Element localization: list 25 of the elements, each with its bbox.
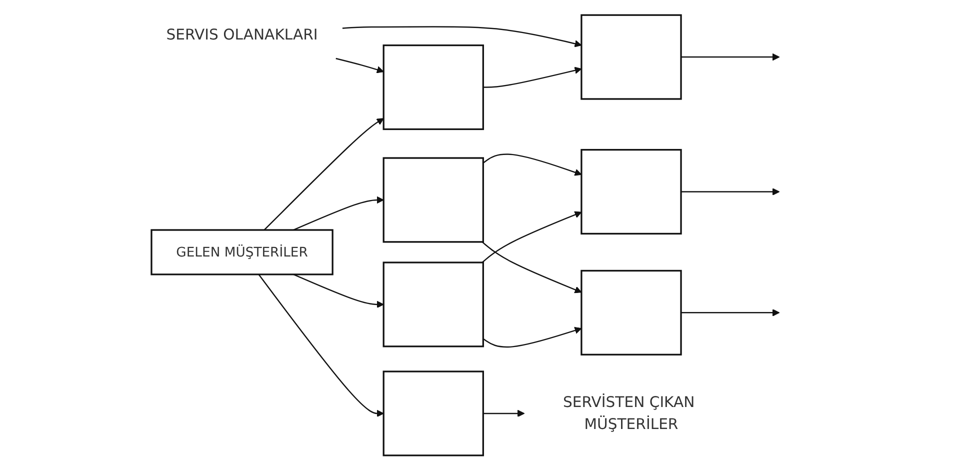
arrow	[342, 26, 582, 48]
node-box	[383, 157, 484, 243]
arrow	[483, 154, 582, 176]
node-text: SERVIS OLANAKLARI	[166, 26, 318, 44]
node-box	[581, 148, 682, 235]
node-box: GELEN MÜŞTERİLER	[151, 229, 334, 276]
arrow	[484, 66, 582, 88]
arrow	[681, 188, 780, 196]
arrow	[258, 274, 384, 418]
arrow	[294, 196, 384, 231]
arrow	[336, 58, 384, 74]
arrow	[681, 53, 780, 61]
arrow	[681, 309, 780, 316]
arrow	[482, 241, 582, 294]
arrow	[482, 211, 582, 263]
arrow	[294, 274, 384, 308]
arrow	[483, 326, 582, 348]
node-box	[383, 262, 484, 348]
node-box	[581, 270, 682, 356]
node-box	[581, 14, 682, 100]
arrow	[264, 118, 384, 230]
arrow	[484, 410, 525, 418]
node-box	[383, 44, 484, 130]
node-text: SERVİSTEN ÇIKAN MÜŞTERİLER	[563, 394, 696, 434]
node-box	[383, 370, 484, 456]
